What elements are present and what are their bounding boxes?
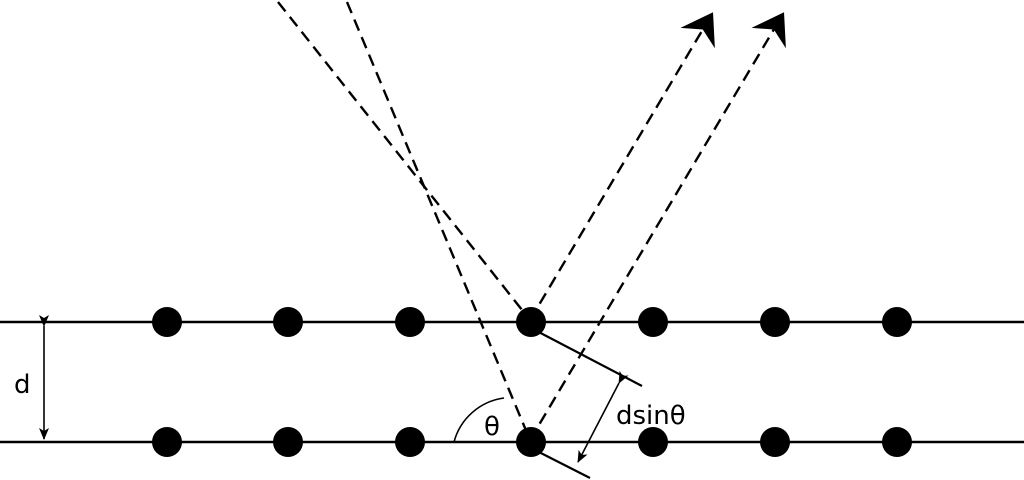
atom [638,307,668,337]
atom [152,427,182,457]
atom [395,307,425,337]
incident-ray-1 [277,1,531,321]
reflected-ray-1 [528,12,715,321]
incident-ray-2 [345,1,532,441]
atom [516,307,546,337]
wavefront-line-top [530,327,643,387]
spacing-label: d [14,370,31,400]
angle-arc [453,397,505,443]
reflected-ray-2 [528,12,786,441]
angle-label: θ [484,412,500,442]
wavefront-line-bottom [530,447,591,479]
atom-row-top [152,307,912,337]
path-difference-label: dsinθ [616,401,686,431]
atom [273,427,303,457]
atom [760,307,790,337]
atom [760,427,790,457]
atom [516,427,546,457]
atom [882,427,912,457]
path-difference-arrow [577,370,629,463]
atom [882,307,912,337]
atom [638,427,668,457]
atom [395,427,425,457]
atom-row-bottom [152,427,912,457]
atom [273,307,303,337]
atom [152,307,182,337]
